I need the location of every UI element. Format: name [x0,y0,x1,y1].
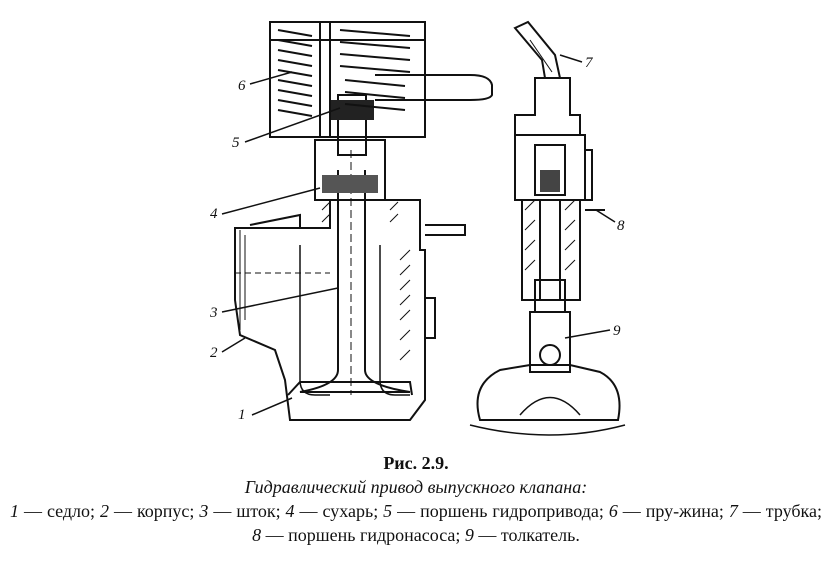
figure-legend: 1 — седло; 2 — корпус; 3 — шток; 4 — сух… [10,499,822,547]
figure-title: Гидравлический привод выпускного клапана… [244,477,588,497]
callout-5: 5 [232,135,240,151]
left-assembly [234,21,493,421]
callout-3: 3 [210,305,218,321]
callout-4: 4 [210,206,218,222]
callout-6: 6 [238,78,246,94]
callout-7: 7 [585,55,593,71]
legend-item: 4 — сухарь; [285,501,384,521]
figure-caption: Рис. 2.9. Гидравлический привод выпускно… [0,451,832,547]
legend-item: 5 — поршень гидропривода; [383,501,609,521]
legend-item: 2 — корпус; [100,501,200,521]
legend-item: 1 — седло; [10,501,101,521]
legend-item: 9 — толкатель. [464,525,580,545]
legend-item: 7 — трубка; [728,501,822,521]
leader-lines [221,54,616,416]
figure-number: Рис. 2.9. [383,453,449,473]
legend-item: 8 — поршень гидронасоса; [252,525,465,545]
legend-item: 3 — шток; [199,501,286,521]
callout-1: 1 [238,407,246,423]
valve-drawing [221,20,626,436]
callout-8: 8 [617,218,625,234]
right-assembly [469,20,626,436]
callout-9: 9 [613,323,621,339]
callout-2: 2 [210,345,218,361]
legend-item: 6 — пру-жина; [608,501,729,521]
